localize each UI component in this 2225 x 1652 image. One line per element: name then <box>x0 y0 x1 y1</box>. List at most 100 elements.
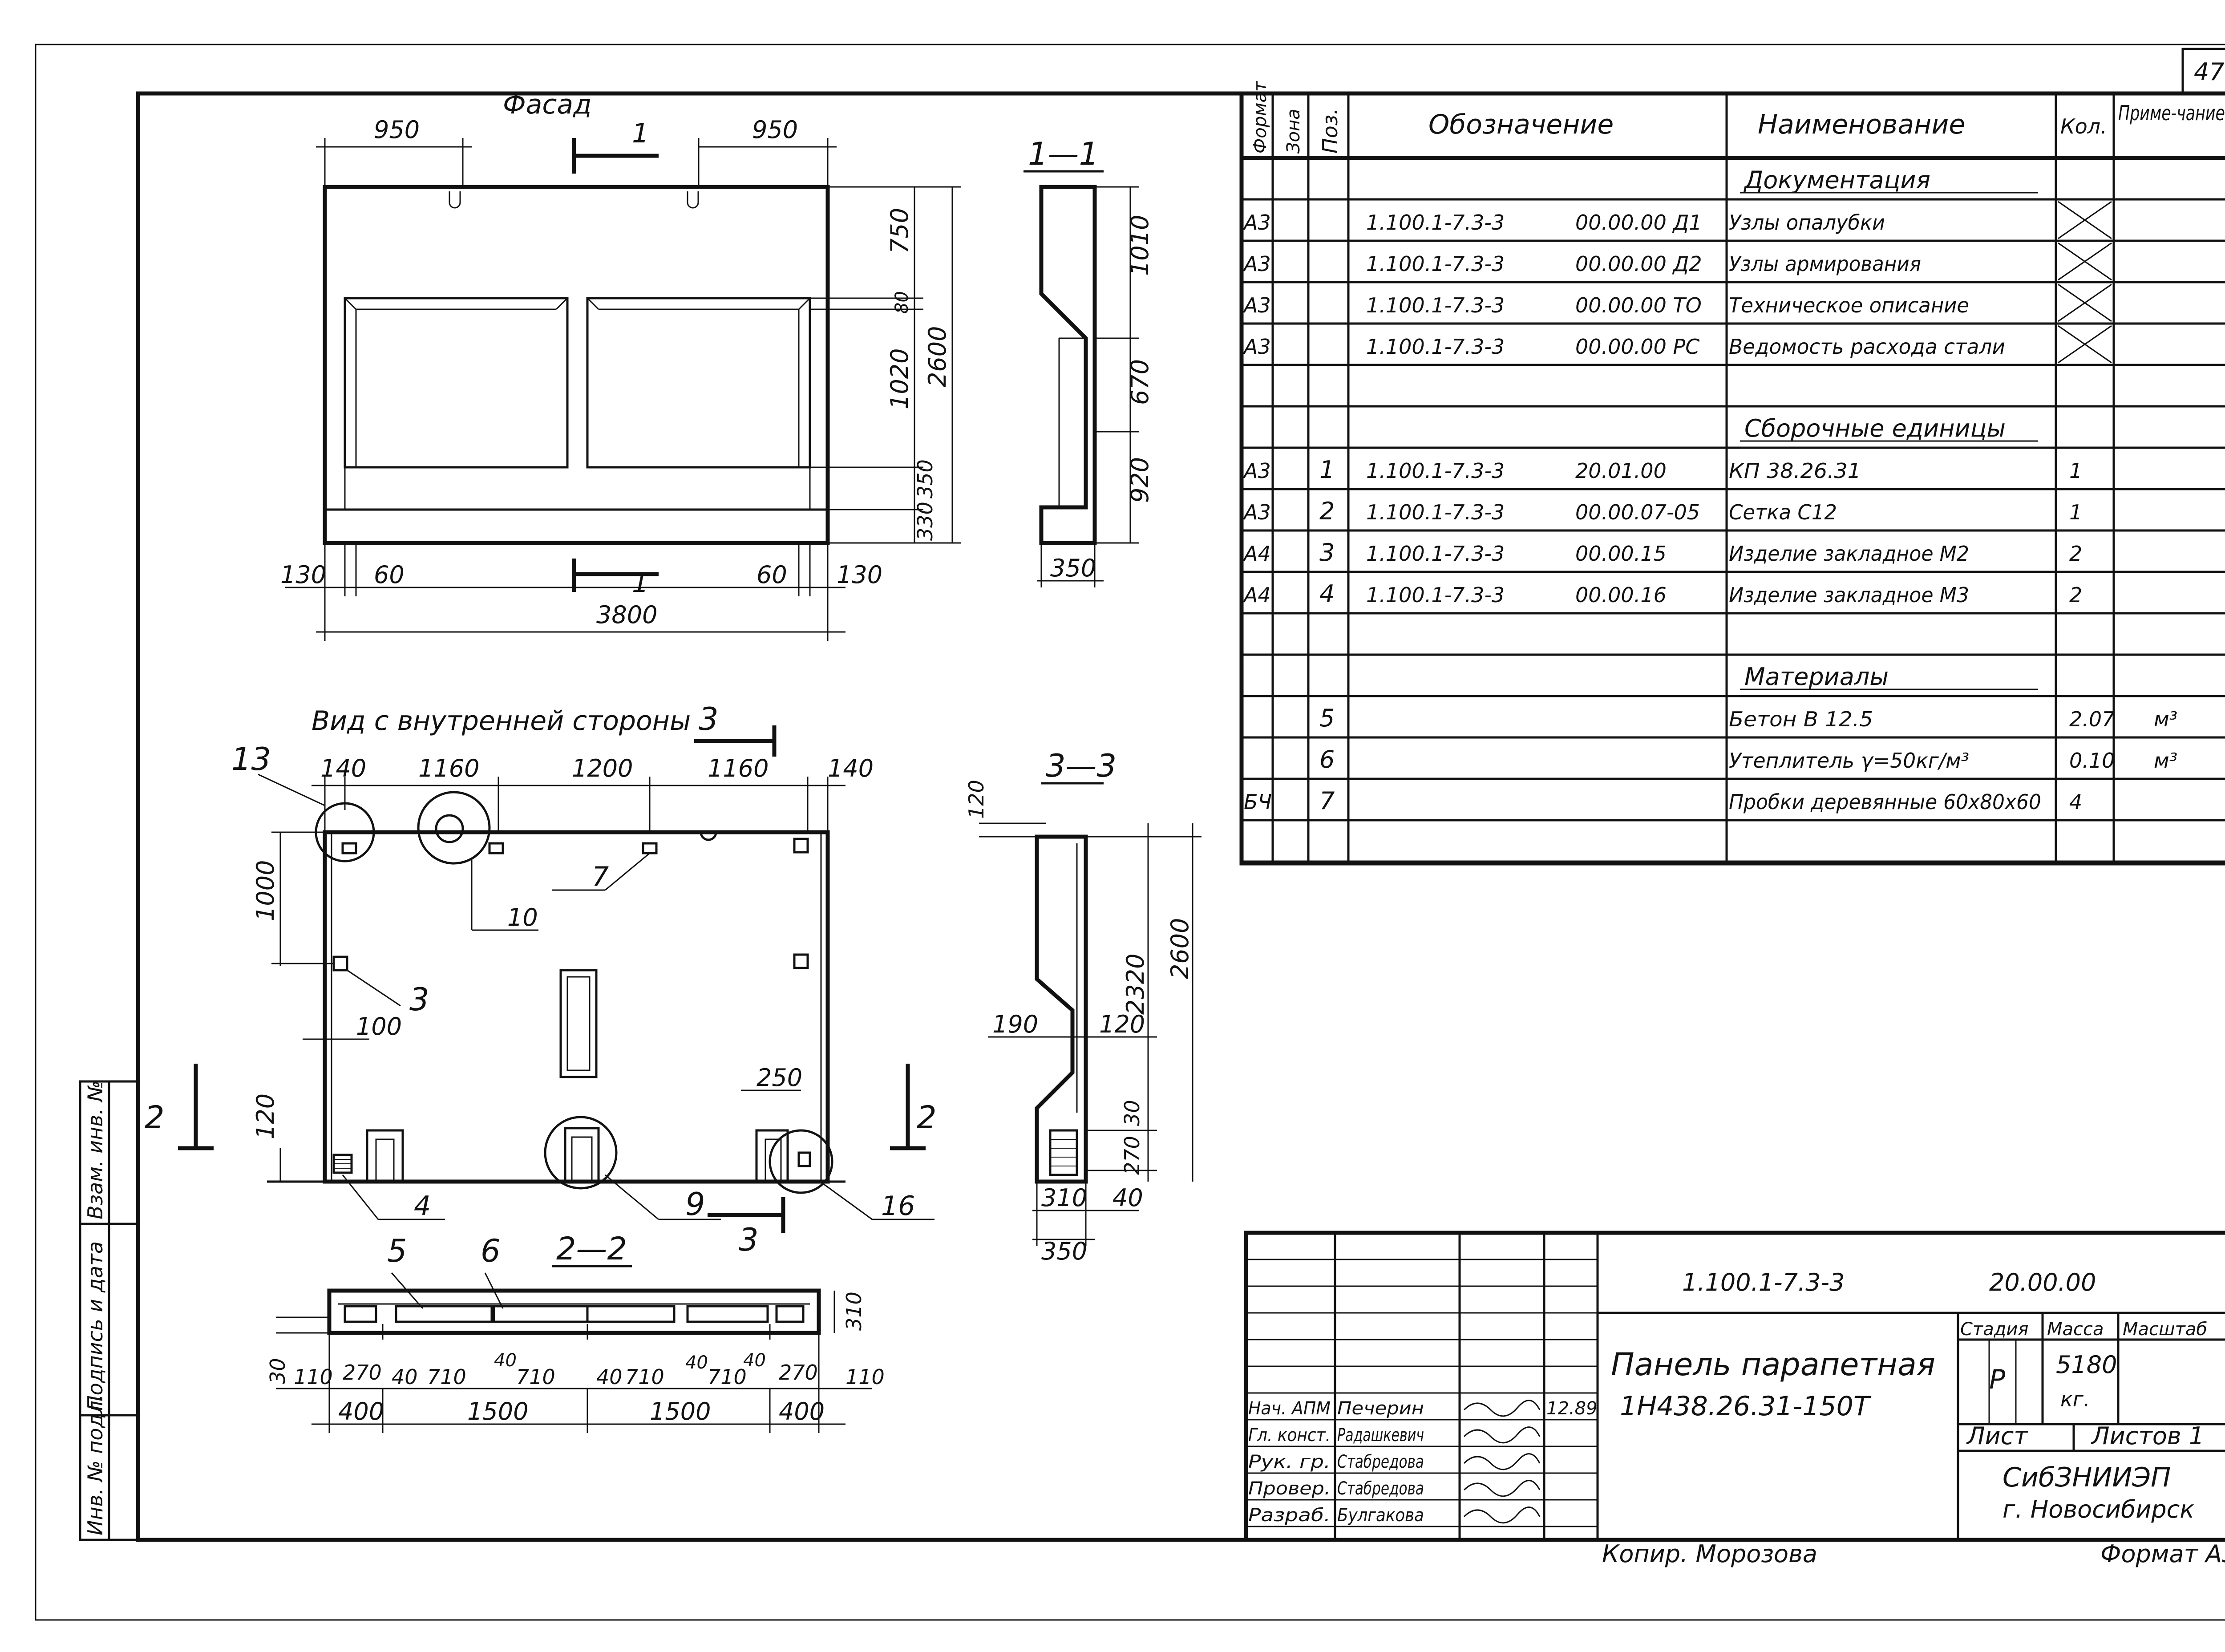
section-2-2-dim-400-left: 400 <box>338 1397 384 1425</box>
section-2-2-dim-710-b: 710 <box>516 1365 555 1389</box>
callout-circle-9 <box>544 1116 618 1190</box>
tb-role-row: Рук. гр.Стабредова <box>1248 1452 1541 1472</box>
section-2-2-dim-30: 30 <box>266 1358 290 1384</box>
facade-dim-330: 330 <box>913 502 937 541</box>
facade-window-right <box>586 297 811 469</box>
inner-dim-140-right: 140 <box>828 754 874 782</box>
section-1-1-dim-920: 920 <box>1126 457 1154 503</box>
section-1-1-dim-1010: 1010 <box>1126 215 1154 276</box>
facade-dim-750: 750 <box>886 208 914 254</box>
tb-title-line2: 1Н438.26.31-150Т <box>1620 1391 1872 1422</box>
facade-dim-60-right: 60 <box>756 561 787 589</box>
tb-role: Рук. гр. <box>1248 1452 1331 1472</box>
outer-border <box>35 44 2225 1621</box>
spec-cell-pos: 1 <box>1319 456 1335 484</box>
signature-mark <box>1463 1506 1541 1524</box>
margin-label-signature: Подпись и дата <box>83 1241 107 1411</box>
page-number: 47 <box>2194 58 2225 86</box>
spec-table: Формат Зона Поз. Обозначение Наименовани… <box>1239 81 2225 866</box>
tb-role-row: Провер.Стабредова <box>1248 1478 1541 1499</box>
inner-dim-250: 250 <box>756 1064 802 1092</box>
section-1-1-profile <box>1039 185 1097 545</box>
signature-mark <box>1463 1480 1541 1497</box>
spec-cell-pos: 3 <box>1319 539 1335 567</box>
spec-cell-name: Бетон В 12.5 <box>1729 707 1873 731</box>
callout-6: 6 <box>481 1233 501 1269</box>
spec-cell-format: А4 <box>1242 542 1271 566</box>
title-block: 1.100.1-7.3-3 20.00.00 Панель парапетная… <box>1244 1231 2225 1542</box>
spec-cell-format: А3 <box>1242 252 1271 276</box>
section-3-3-dim-120: 120 <box>964 780 988 819</box>
tb-stage-label: Стадия <box>1960 1319 2028 1340</box>
spec-row: Материалы <box>1740 663 2038 691</box>
tb-title-line1: Панель парапетная <box>1611 1346 1935 1383</box>
callout-13: 13 <box>231 741 271 777</box>
facade-dim-1020: 1020 <box>886 348 914 409</box>
callout-5: 5 <box>387 1233 407 1269</box>
tb-role-row: Гл. конст.Радашкевич <box>1248 1425 1541 1446</box>
spec-cell-code: 1.100.1-7.3-3 <box>1366 459 1505 483</box>
section-1-1: 1—1 1010 670 920 350 <box>1024 136 1154 587</box>
section-2-2-dim-270-right: 270 <box>779 1360 818 1385</box>
spec-cell-name: Узлы армирования <box>1729 252 1921 276</box>
callout-circle-16 <box>769 1129 833 1194</box>
spec-cell-qty: 1 <box>2069 459 2082 483</box>
callout-10: 10 <box>507 903 538 931</box>
section-2-2-dim-110-right: 110 <box>846 1365 885 1389</box>
spec-cell-format: А3 <box>1242 335 1271 359</box>
spec-cell-format: А4 <box>1242 583 1271 607</box>
facade-dim-130-right: 130 <box>837 561 882 589</box>
signature-mark <box>1463 1453 1541 1470</box>
signature-mark <box>1463 1400 1541 1417</box>
section-1-1-dim-350: 350 <box>1050 554 1096 582</box>
spec-cell-code: 1.100.1-7.3-3 <box>1366 252 1505 276</box>
spec-header-note: Приме-чание <box>2118 101 2225 125</box>
spec-cell-pos: 2 <box>1319 497 1335 525</box>
section-2-2-dim-110-left: 110 <box>294 1365 333 1389</box>
section-3-3-dim-40: 40 <box>1112 1184 1143 1212</box>
section-3-3: 3—3 120 2320 2600 190 120 30 270 310 40 … <box>964 748 1202 1265</box>
copy-note: Копир. Морозова <box>1602 1540 1817 1568</box>
section-2-2-dim-400-right: 400 <box>779 1397 825 1425</box>
inner-dim-100: 100 <box>356 1012 402 1041</box>
section-3-3-title: 3—3 <box>1046 748 1117 784</box>
left-margin-stamp: Взам. инв. № Подпись и дата Инв. № подл. <box>79 1080 139 1541</box>
spec-cell-name: Узлы опалубки <box>1729 211 1885 235</box>
section-mark-2-left: 2 <box>145 1099 165 1136</box>
spec-cell-code: 1.100.1-7.3-3 <box>1366 211 1505 235</box>
spec-cell-format: БЧ <box>1244 790 1272 814</box>
inner-dim-1160-left: 1160 <box>418 754 479 782</box>
spec-cell-code: 1.100.1-7.3-3 <box>1366 293 1505 317</box>
spec-header-format: Формат <box>1250 81 1270 154</box>
spec-cell-name: Сетка С12 <box>1729 500 1837 524</box>
spec-cell-name: Техническое описание <box>1729 293 1969 317</box>
inner-dim-140-left: 140 <box>320 754 366 782</box>
section-3-3-dim-2320: 2320 <box>1121 954 1149 1015</box>
margin-label-replaced: Взам. инв. № <box>83 1081 107 1219</box>
section-mark-2-right: 2 <box>917 1099 937 1136</box>
spec-cell-note: м³ <box>2154 707 2177 731</box>
callout-4: 4 <box>414 1190 431 1222</box>
facade-title: Фасад <box>503 89 592 120</box>
spec-cell-sub: 20.01.00 <box>1575 459 1667 483</box>
section-3-3-dim-350: 350 <box>1041 1237 1087 1265</box>
spec-cell-code: 1.100.1-7.3-3 <box>1366 500 1505 524</box>
section-2-2-dim-40-c: 40 <box>596 1365 623 1389</box>
section-3-3-dim-30: 30 <box>1120 1100 1144 1126</box>
inner-center-opening <box>559 969 598 1078</box>
spec-section-title: Документация <box>1744 166 1930 194</box>
spec-cell-format: А3 <box>1242 293 1271 317</box>
inner-dim-1160-right: 1160 <box>708 754 769 782</box>
tb-role: Провер. <box>1248 1478 1331 1499</box>
tb-role-name: Радашкевич <box>1337 1425 1424 1446</box>
